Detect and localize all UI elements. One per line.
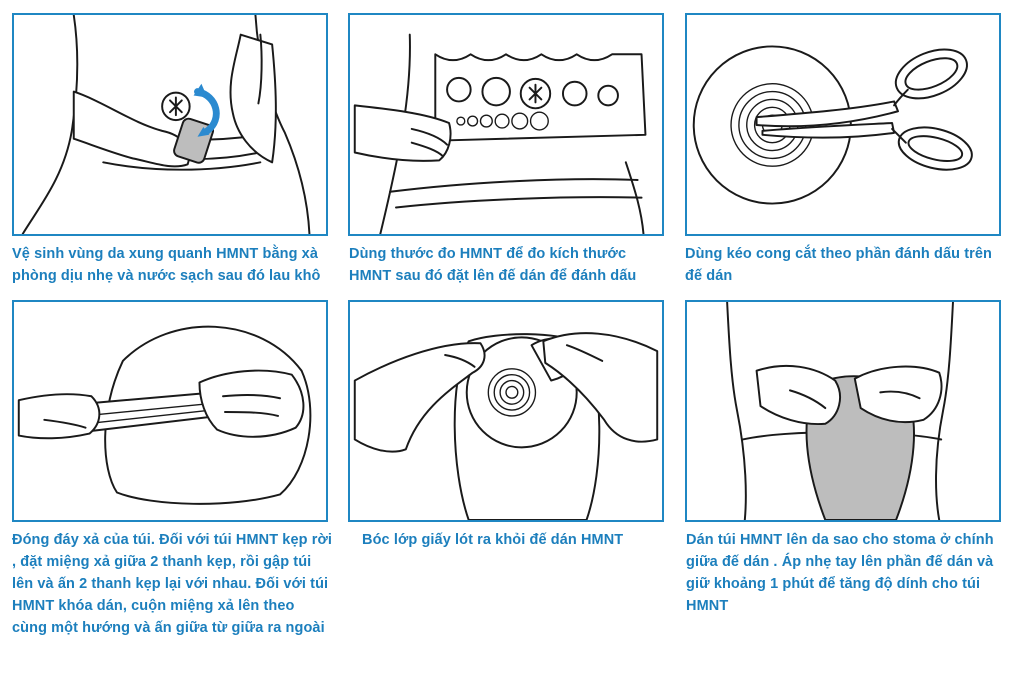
step-5-caption: Bóc lớp giấy lót ra khỏi đế dán HMNT [362,532,624,548]
step-6-caption: Dán túi HMNT lên da sao cho stoma ở chín… [686,532,994,614]
step-1-caption: Vệ sinh vùng da xung quanh HMNT bằng xà … [12,246,321,284]
step-3-illustration [685,13,1001,236]
step-6-illustration [685,300,1001,522]
step-2-illustration [348,13,664,236]
step-4-caption: Đóng đáy xả của túi. Đối với túi HMNT kẹ… [12,532,332,636]
step-1-illustration [12,13,328,236]
apply-pouch-icon [726,302,954,520]
step-5-illustration [348,300,664,522]
clean-skin-icon [21,15,311,234]
peel-backing-icon [353,332,659,520]
step-4-illustration [12,300,328,522]
step-2-caption: Dùng thước đo HMNT để đo kích thước HMNT… [349,246,637,284]
scissors-icon [692,45,973,205]
closing-pouch-icon [17,325,312,505]
measuring-guide-icon [353,33,647,234]
step-3-caption: Dùng kéo cong cắt theo phần đánh dấu trê… [685,246,992,284]
